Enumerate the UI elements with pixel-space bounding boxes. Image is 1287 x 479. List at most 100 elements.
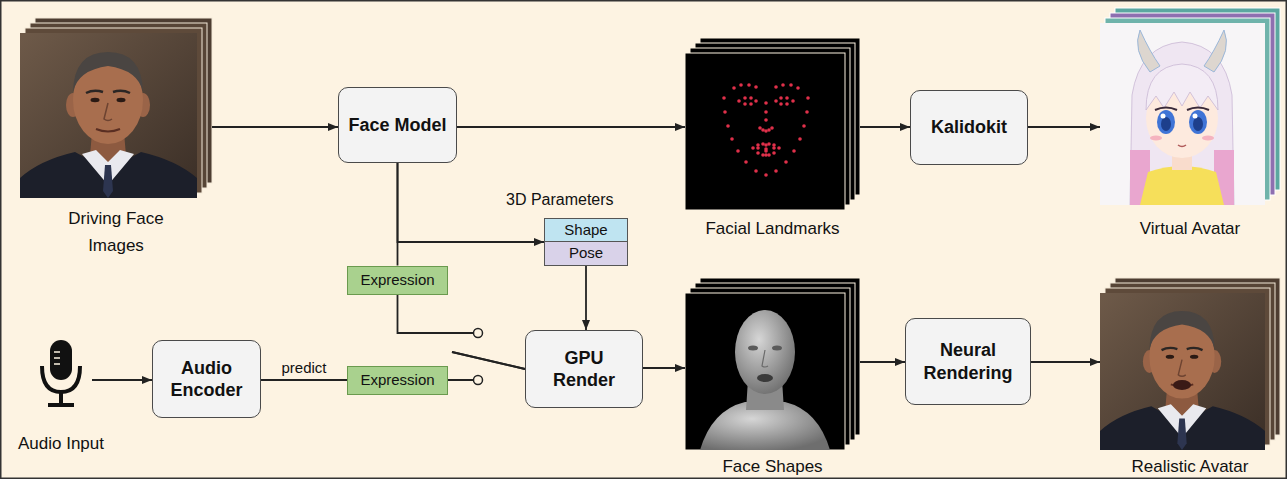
anime-character bbox=[1189, 110, 1207, 134]
landmark-dots bbox=[774, 85, 778, 89]
connector-arrow bbox=[643, 367, 685, 369]
landmark-dots bbox=[764, 101, 768, 105]
landmark-dots bbox=[767, 128, 771, 132]
landmark-stack bbox=[685, 38, 860, 210]
anime-character bbox=[1140, 166, 1224, 205]
landmark-dots bbox=[722, 83, 810, 177]
microphone-icon bbox=[54, 363, 60, 365]
connector-arrow bbox=[860, 126, 910, 128]
landmark-dots bbox=[736, 149, 740, 153]
landmark-dots bbox=[747, 83, 751, 87]
connector-arrow bbox=[457, 126, 685, 128]
expression-tag: Expression bbox=[347, 266, 448, 295]
anime-character bbox=[1150, 136, 1162, 141]
landmark-dots bbox=[737, 99, 741, 103]
image-caption: Facial Landmarks bbox=[705, 218, 839, 240]
face-mesh bbox=[735, 310, 795, 394]
switch-contacts bbox=[474, 376, 483, 385]
landmark-dots bbox=[744, 160, 748, 164]
microphone-node: Audio Input bbox=[30, 338, 92, 412]
anime-character bbox=[1202, 136, 1214, 141]
realistic-avatar-stack bbox=[1173, 380, 1191, 390]
face-mesh bbox=[772, 346, 782, 351]
landmark-dots bbox=[772, 151, 776, 155]
landmark-dots bbox=[792, 149, 796, 153]
switch-contacts bbox=[474, 329, 483, 338]
process-box: Neural Rendering bbox=[905, 318, 1031, 405]
landmark-dots bbox=[774, 99, 778, 103]
landmark-dots bbox=[732, 86, 736, 90]
connector-arrow bbox=[398, 295, 526, 370]
image-caption: Audio Input bbox=[18, 433, 104, 455]
landmark-stack bbox=[685, 53, 845, 210]
connector-arrow bbox=[1031, 361, 1100, 363]
microphone-icon bbox=[54, 351, 60, 353]
tag-label: Pose bbox=[569, 245, 603, 262]
box-label: GPU Render bbox=[532, 347, 636, 392]
parameter-group: 3D ParametersShapePose bbox=[544, 218, 628, 266]
box-label: Neural Rendering bbox=[912, 339, 1024, 384]
landmark-dots bbox=[781, 83, 785, 87]
landmark-dots bbox=[743, 102, 747, 106]
landmark-dots bbox=[751, 146, 755, 150]
landmark-dots bbox=[802, 124, 806, 128]
face-shape-stack bbox=[685, 278, 860, 450]
image-caption: Driving Face Images bbox=[51, 205, 181, 259]
landmark-dots bbox=[749, 96, 753, 100]
group-heading: 3D Parameters bbox=[506, 191, 614, 209]
connector-arrow bbox=[397, 163, 399, 266]
landmark-dots bbox=[754, 85, 758, 89]
parameter-cell: Pose bbox=[544, 241, 628, 266]
microphone-icon bbox=[50, 340, 72, 380]
microphone-icon bbox=[59, 392, 63, 404]
face-shape-stack bbox=[685, 293, 845, 450]
anime-character bbox=[1146, 64, 1218, 110]
image-caption: Virtual Avatar bbox=[1140, 218, 1241, 240]
face-mesh bbox=[762, 350, 768, 367]
anime-character bbox=[1161, 117, 1171, 131]
connector-arrow bbox=[92, 379, 152, 381]
landmark-dots bbox=[798, 137, 802, 141]
box-label: Audio Encoder bbox=[159, 357, 254, 402]
face-mesh bbox=[748, 346, 758, 351]
box-label: Kalidokit bbox=[931, 116, 1007, 139]
virtual-avatar-stack bbox=[1100, 23, 1265, 205]
microphone-icon bbox=[54, 357, 60, 359]
anime-character bbox=[1193, 114, 1198, 119]
anime-character bbox=[1187, 108, 1209, 111]
anime-character bbox=[1178, 145, 1186, 147]
landmark-dots bbox=[789, 83, 793, 87]
driving-face-stack bbox=[20, 18, 212, 198]
landmark-dots bbox=[754, 169, 758, 173]
image-stack: Face Shapes bbox=[685, 278, 860, 450]
face-mesh bbox=[757, 374, 773, 382]
connector-arrow bbox=[212, 126, 338, 128]
landmark-dots bbox=[758, 126, 762, 130]
anime-character bbox=[1157, 110, 1175, 134]
connector-arrow bbox=[261, 379, 347, 381]
realistic-avatar-stack bbox=[1100, 278, 1280, 450]
landmark-dots bbox=[767, 142, 771, 146]
landmark-dots bbox=[739, 83, 743, 87]
process-box: Audio Encoder bbox=[152, 340, 261, 418]
image-stack: Realistic Avatar bbox=[1100, 278, 1280, 450]
driving-face-stack bbox=[20, 33, 197, 198]
microphone-icon bbox=[42, 340, 80, 407]
edge-label: predict bbox=[281, 359, 326, 376]
landmark-dots bbox=[764, 118, 768, 122]
microphone-icon bbox=[42, 366, 80, 392]
anime-character bbox=[1155, 108, 1177, 111]
anime-character bbox=[1193, 117, 1203, 131]
landmark-dots bbox=[743, 96, 747, 100]
anime-character bbox=[1130, 30, 1234, 205]
tag-label: Expression bbox=[360, 372, 434, 389]
landmark-dots bbox=[779, 102, 783, 106]
landmark-dots bbox=[805, 110, 809, 114]
image-caption: Realistic Avatar bbox=[1132, 456, 1249, 478]
anime-character bbox=[1204, 30, 1226, 72]
image-stack: Virtual Avatar bbox=[1100, 8, 1280, 205]
connector-arrow bbox=[860, 361, 905, 363]
anime-character bbox=[1138, 30, 1160, 72]
